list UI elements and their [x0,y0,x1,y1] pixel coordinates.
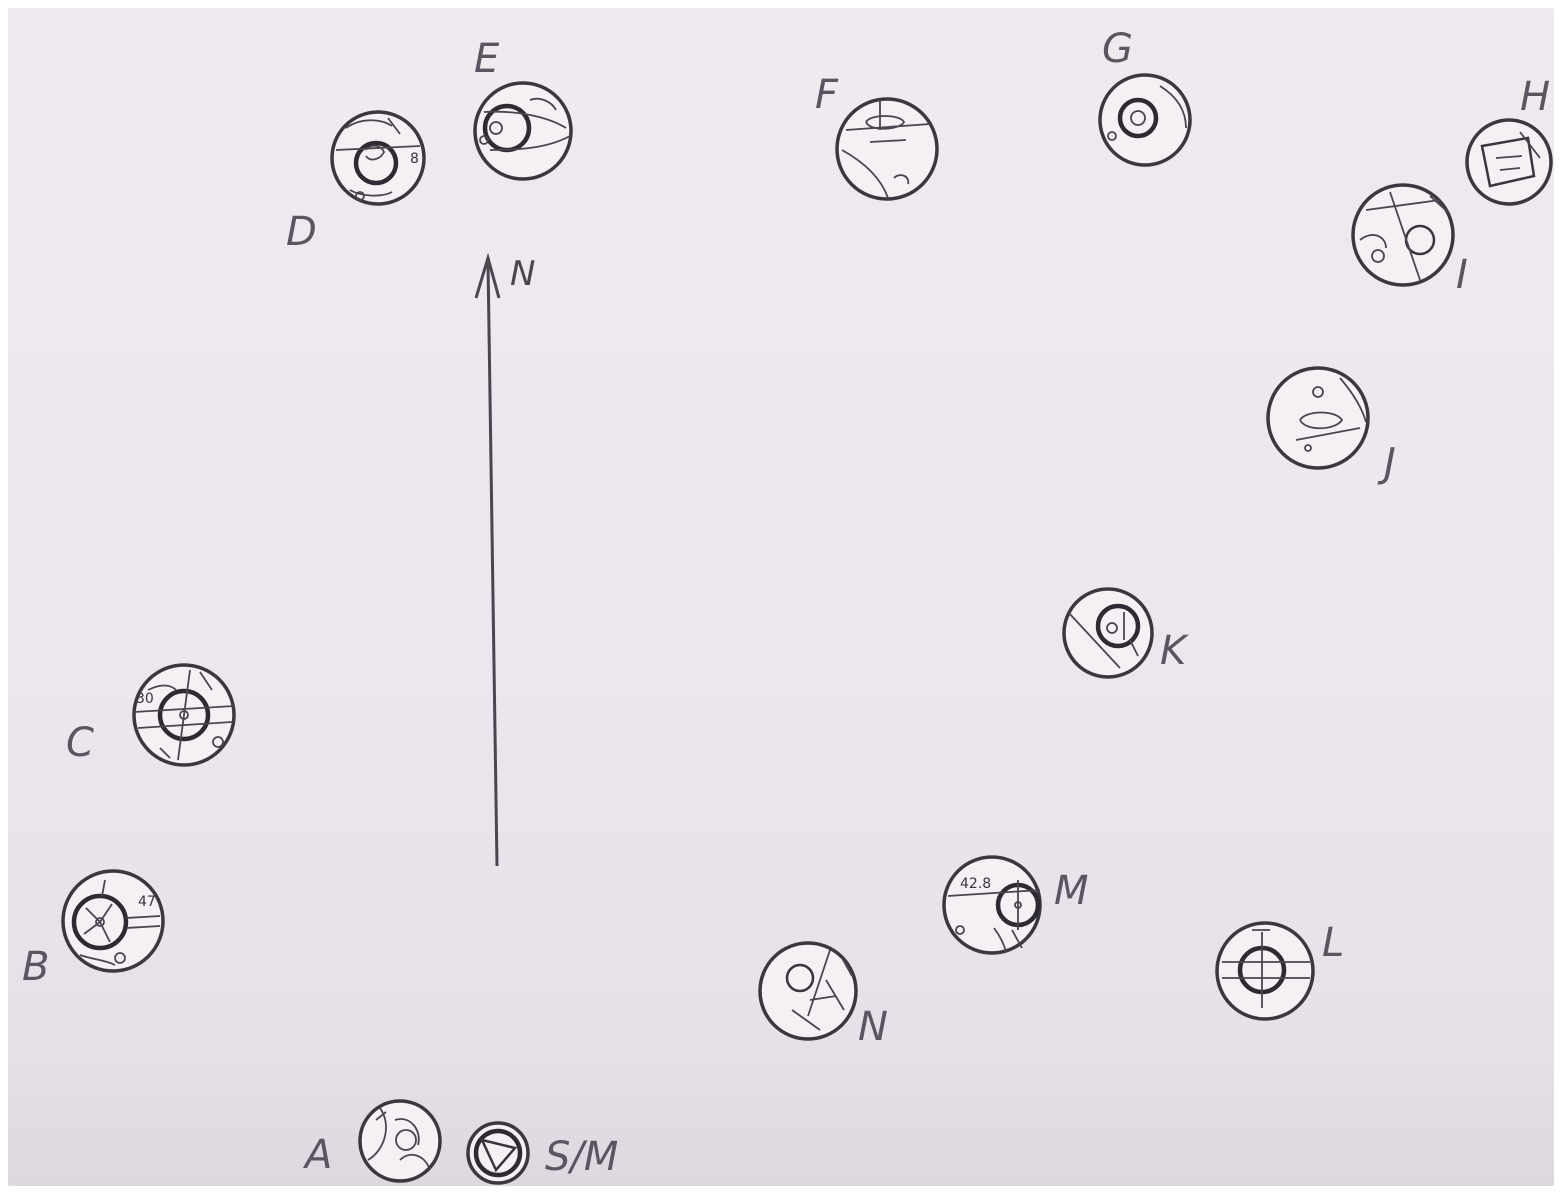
marker-c-number: 30 [136,691,154,707]
marker-j: J [1268,368,1396,486]
marker-b-label: B [22,944,49,990]
marker-j-label: J [1377,440,1396,486]
marker-h: H [1467,74,1551,204]
marker-i: I [1353,185,1468,298]
north-arrow-shaft [488,262,497,866]
marker-d-label: D [286,209,317,255]
marker-f-label: F [815,72,839,118]
marker-c-label: C [66,720,94,766]
marker-a-outer-ring [360,1101,440,1181]
marker-a: A [302,1101,440,1181]
marker-h-label: H [1520,74,1550,120]
marker-c: 30 C [66,665,234,766]
marker-l: L [1217,920,1344,1019]
marker-h-outer-ring [1467,120,1551,204]
marker-e-label: E [474,36,500,82]
marker-k-label: K [1160,628,1189,674]
marker-n-outer-ring [760,943,856,1039]
north-arrow: N [476,254,535,866]
marker-l-label: L [1322,920,1344,966]
marker-n: N [760,943,888,1050]
marker-l-outer-ring [1217,923,1313,1019]
marker-m: 42.8 M [944,857,1089,953]
marker-sm-label: S/M [545,1134,618,1180]
marker-e: E [474,36,571,179]
marker-m-number: 42.8 [960,876,991,892]
marker-m-outer-ring [944,857,1040,953]
marker-i-label: I [1456,252,1468,298]
marker-f: F [815,72,937,199]
marker-m-label: M [1054,868,1089,914]
marker-b-number: 47 [138,894,156,910]
marker-g: G [1100,26,1190,165]
marker-b: 47 B [22,871,163,990]
marker-d-number: 8 [410,151,419,167]
marker-g-label: G [1102,26,1133,72]
marker-b-outer-ring [63,871,163,971]
marker-k: K [1064,589,1189,677]
marker-a-label: A [302,1132,332,1178]
marker-sm: S/M [468,1123,618,1183]
marker-d: 8 D [286,112,424,255]
north-arrow-label: N [510,254,535,294]
marker-n-label: N [858,1004,888,1050]
marker-j-outer-ring [1268,368,1368,468]
marker-e-outer-ring [475,83,571,179]
marker-f-outer-ring [837,99,937,199]
